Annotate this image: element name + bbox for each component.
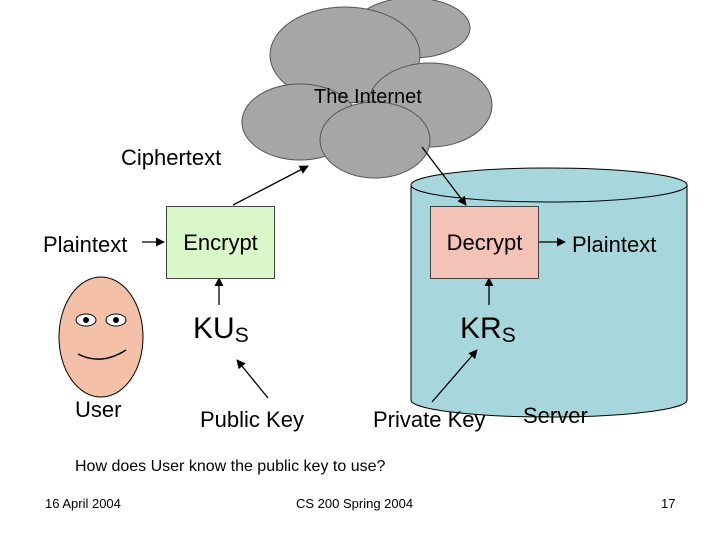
- plaintext-in-label: Plaintext: [43, 232, 128, 257]
- internet-to-decrypt-arrow: [421, 146, 467, 206]
- footer-page-number: 17: [661, 496, 676, 511]
- question-text: How does User know the public key to use…: [75, 458, 386, 475]
- public-key-symbol-sub: S: [234, 324, 249, 347]
- public-key-label-arrow: [236, 359, 269, 399]
- footer-date: 16 April 2004: [45, 496, 121, 511]
- encrypt-label: Encrypt: [183, 229, 258, 255]
- user-face-icon: [58, 276, 144, 398]
- internet-cloud-icon: [241, 0, 493, 179]
- plaintext-out-label: Plaintext: [572, 232, 657, 257]
- internet-label: The Internet: [314, 86, 422, 108]
- public-key-symbol: KUS: [193, 312, 249, 347]
- private-key-symbol: KRS: [460, 312, 516, 347]
- footer-course: CS 200 Spring 2004: [296, 496, 414, 511]
- public-key-symbol-main: KU: [193, 312, 235, 345]
- public-key-label: Public Key: [200, 407, 304, 432]
- encrypt-box: Encrypt: [166, 206, 275, 279]
- server-label: Server: [523, 403, 588, 428]
- user-label: User: [75, 397, 122, 422]
- decrypt-label: Decrypt: [446, 229, 523, 255]
- private-key-symbol-main: KR: [460, 312, 502, 345]
- private-key-symbol-sub: S: [501, 324, 516, 347]
- private-key-label-arrow: [431, 349, 478, 403]
- private-key-label: Private Key: [373, 407, 486, 432]
- ciphertext-label: Ciphertext: [121, 145, 222, 170]
- decrypt-box: Decrypt: [430, 206, 539, 279]
- encrypt-to-internet-arrow: [232, 165, 309, 206]
